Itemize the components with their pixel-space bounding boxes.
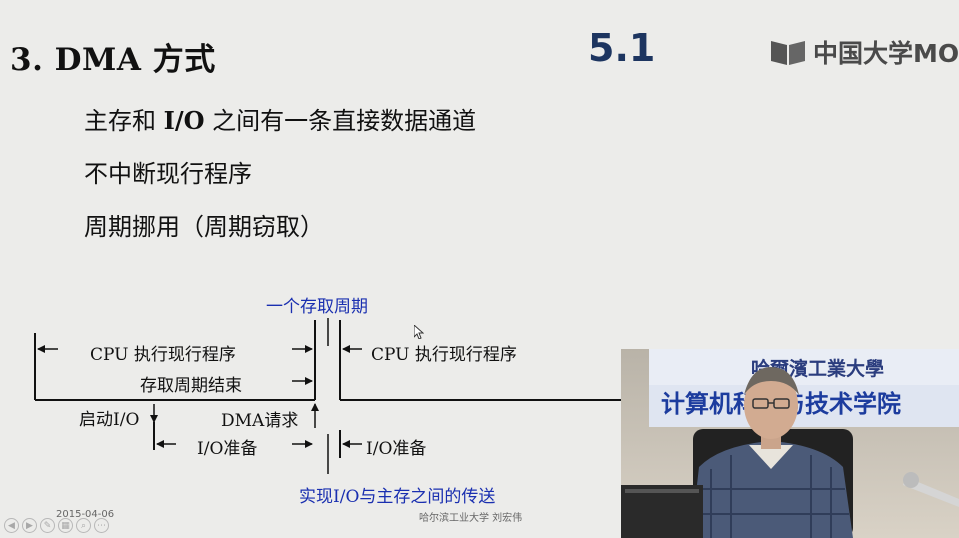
slideshow-controls: ◀ ▶ ✎ ▦ ⌕ ⋯ [4,518,109,533]
laptop [621,485,703,538]
zoom-button[interactable]: ⌕ [76,518,91,533]
mooc-logo: 中国大学MOOC [769,34,959,70]
bullet-text: 周期挪用（周期窃取） [84,213,324,241]
bullet-no-interrupt: 不中断现行程序 [84,154,252,189]
mooc-book-icon [771,41,805,65]
lecturer-video-scene: 哈爾濱工業大學 计算机科学与技术学院 [621,349,959,538]
pen-tool-button[interactable]: ✎ [40,518,55,533]
logo-text: 中国大学MOOC [813,39,959,68]
bullet-text: 不中断现行程序 [84,160,252,188]
label-cpu-right: CPU 执行现行程序 [371,345,517,365]
bullet-cycle-stealing: 周期挪用（周期窃取） [84,207,324,242]
label-io-prep-left: I/O准备 [197,439,258,459]
lecturer-video: 哈爾濱工業大學 计算机科学与技术学院 [621,349,959,538]
bullet-direct-channel: 主存和 I/O 之间有一条直接数据通道 [84,101,476,136]
next-slide-button[interactable]: ▶ [22,518,37,533]
bullet-text: 之间有一条直接数据通道 [204,107,477,135]
bullet-bold: I/O [163,106,205,135]
label-io-memory-transfer: 实现I/O与主存之间的传送 [299,487,496,507]
footer-date: 2015-04-06 [56,509,115,520]
bullet-text: 主存和 [84,107,164,135]
label-start-io: 启动I/O [79,410,140,430]
label-dma-request: DMA请求 [221,411,299,431]
label-cpu-left: CPU 执行现行程序 [90,345,236,365]
footer-credit: 哈尔滨工业大学 刘宏伟 [419,513,523,524]
section-number: 5.1 [588,26,656,70]
previous-slide-button[interactable]: ◀ [4,518,19,533]
label-io-prep-right: I/O准备 [366,439,427,459]
slide-grid-button[interactable]: ▦ [58,518,73,533]
label-cycle-end: 存取周期结束 [140,376,242,396]
slide-title: 3. DMA 方式 [10,42,216,78]
more-options-button[interactable]: ⋯ [94,518,109,533]
label-access-cycle: 一个存取周期 [266,297,368,317]
mouse-cursor-icon [414,325,424,339]
lecturer-face [744,371,798,439]
